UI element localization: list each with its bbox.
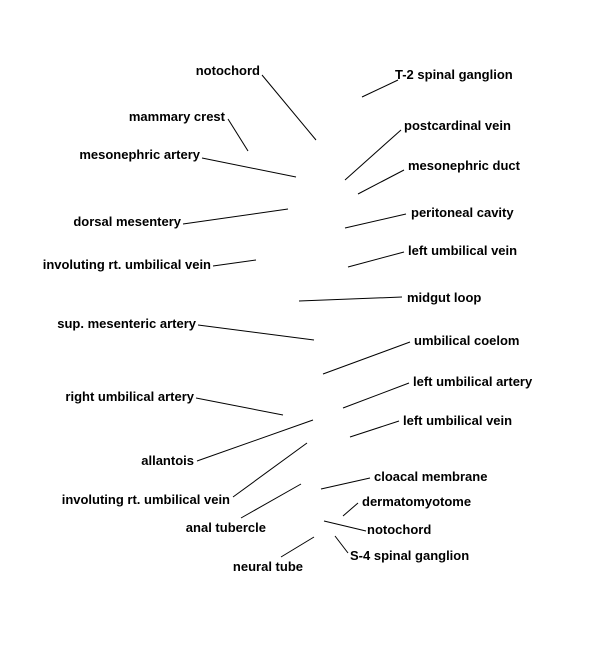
- label-involuting-rt-umbilical-vein-bottom: involuting rt. umbilical vein: [61, 492, 230, 507]
- label-notochord-bottom: notochord: [367, 522, 432, 537]
- label-midgut-loop: midgut loop: [407, 290, 482, 305]
- leader-mammary-crest: [227, 118, 249, 152]
- label-peritoneal-cavity: peritoneal cavity: [411, 205, 514, 220]
- leader-umbilical-coelom: [322, 341, 411, 375]
- label-dermatomyotome: dermatomyotome: [362, 494, 472, 509]
- leader-peritoneal-cavity: [344, 213, 407, 229]
- leader-anal-tubercle: [240, 483, 302, 519]
- leader-notochord-bottom: [323, 520, 367, 532]
- leader-midgut-loop: [298, 296, 403, 302]
- label-left-umbilical-vein-top: left umbilical vein: [408, 243, 518, 258]
- label-anal-tubercle: anal tubercle: [185, 520, 266, 535]
- leader-s4-spinal-ganglion: [334, 535, 349, 554]
- leader-neural-tube: [280, 536, 315, 558]
- leader-sup-mesenteric-artery: [197, 324, 315, 341]
- label-left-umbilical-vein-bottom: left umbilical vein: [403, 413, 513, 428]
- leader-postcardinal-vein: [344, 129, 402, 181]
- leader-cloacal-membrane: [320, 477, 371, 490]
- label-s4-spinal-ganglion: S-4 spinal ganglion: [350, 548, 470, 563]
- label-right-umbilical-artery: right umbilical artery: [65, 389, 194, 404]
- leader-mesonephric-duct: [357, 169, 405, 195]
- label-t2-spinal-ganglion: T-2 spinal ganglion: [395, 67, 513, 82]
- leader-mesonephric-artery: [201, 157, 297, 178]
- leader-involuting-rt-umbilical-vein-bottom: [232, 442, 308, 498]
- label-notochord-top: notochord: [195, 63, 260, 78]
- leader-notochord-top: [261, 74, 317, 141]
- leader-right-umbilical-artery: [195, 397, 284, 416]
- label-umbilical-coelom: umbilical coelom: [414, 333, 520, 348]
- leader-t2-spinal-ganglion: [361, 79, 399, 98]
- label-involuting-rt-umbilical-vein-top: involuting rt. umbilical vein: [42, 257, 211, 272]
- label-cloacal-membrane: cloacal membrane: [374, 469, 488, 484]
- label-mesonephric-artery: mesonephric artery: [79, 147, 200, 162]
- label-postcardinal-vein: postcardinal vein: [404, 118, 511, 133]
- label-mammary-crest: mammary crest: [128, 109, 225, 124]
- leader-allantois: [196, 419, 314, 462]
- leader-dermatomyotome: [342, 502, 359, 517]
- label-allantois: allantois: [141, 453, 194, 468]
- leader-left-umbilical-vein-bottom: [349, 420, 400, 438]
- leader-dorsal-mesentery: [182, 208, 289, 225]
- label-dorsal-mesentery: dorsal mesentery: [73, 214, 181, 229]
- label-neural-tube: neural tube: [232, 559, 303, 574]
- leader-left-umbilical-vein-top: [347, 251, 405, 268]
- label-sup-mesenteric-artery: sup. mesenteric artery: [57, 316, 196, 331]
- label-mesonephric-duct: mesonephric duct: [408, 158, 520, 173]
- label-left-umbilical-artery: left umbilical artery: [413, 374, 533, 389]
- leader-left-umbilical-artery: [342, 382, 410, 409]
- leader-involuting-rt-umbilical-vein-top: [212, 259, 257, 267]
